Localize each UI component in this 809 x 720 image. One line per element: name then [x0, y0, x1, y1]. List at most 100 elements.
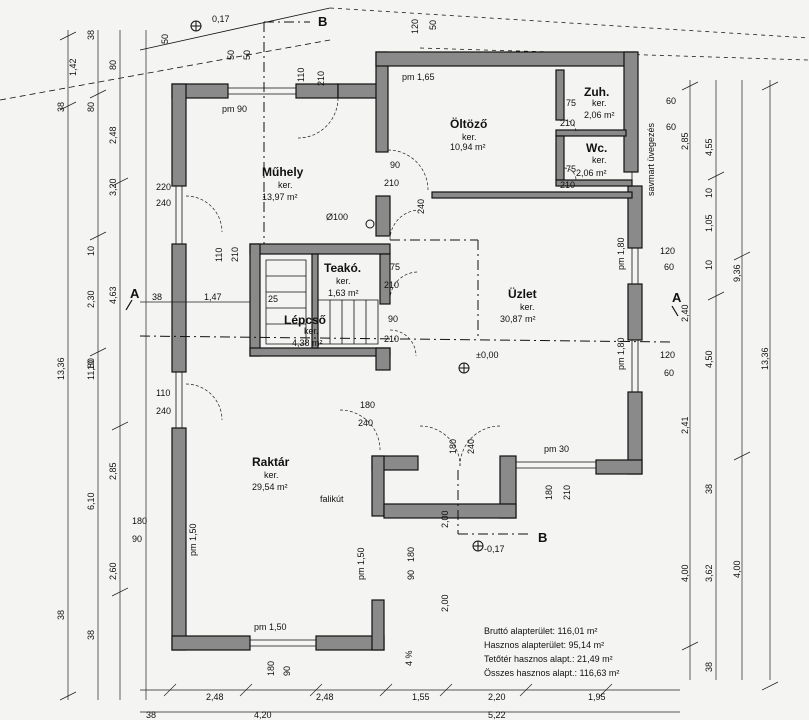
dim-text: pm 1,80 [616, 337, 626, 370]
dim-text: 2,85 [108, 462, 118, 480]
wall [431, 191, 633, 199]
dim-text: 240 [466, 439, 476, 454]
room-sub: ker. [520, 302, 535, 312]
dim-text: 75 [566, 164, 576, 174]
dim-text: 50 [242, 50, 252, 60]
dim-text: 5,22 [488, 710, 506, 720]
dim-text: 1,95 [588, 692, 606, 702]
dim-text: 180 [266, 661, 276, 676]
dim-text: 6,10 [86, 492, 96, 510]
dim-text: 4,00 [732, 560, 742, 578]
diameter-label: Ø100 [326, 212, 348, 222]
dim-text: 13,36 [56, 357, 66, 380]
room-sub: ker. [592, 155, 607, 165]
dim-text: 1,42 [68, 58, 78, 76]
dim-text: 50 [428, 20, 438, 30]
room-area: 10,94 m² [450, 142, 486, 152]
dim-text: 2,48 [108, 126, 118, 144]
dim-text: 38 [704, 484, 714, 494]
dim-text: 2,60 [108, 562, 118, 580]
dim-text: 2,20 [488, 692, 506, 702]
dim-text: 2,40 [680, 304, 690, 322]
dim-text: 90 [406, 570, 416, 580]
section-mark: B [318, 14, 327, 29]
stairs [265, 259, 379, 345]
dim-text: 110 [156, 388, 170, 398]
wall [171, 243, 187, 373]
dim-text: 210 [230, 247, 240, 262]
summary-line: Hasznos alapterület: 95,14 m² [484, 640, 604, 650]
summary-line: Bruttó alapterület: 116,01 m² [484, 626, 597, 636]
dim-text: 2,48 [316, 692, 334, 702]
dim-text: 240 [156, 198, 171, 208]
dim-text: 2,30 [86, 290, 96, 308]
dim-text: 60 [664, 262, 674, 272]
dim-text: 180 [360, 400, 375, 410]
dim-text: pm 1,50 [356, 547, 366, 580]
dim-text: 75 [566, 98, 576, 108]
dim-text: 120 [660, 350, 675, 360]
dim-text: 120 [410, 19, 420, 34]
room-name: Raktár [252, 455, 290, 469]
wall [627, 283, 643, 341]
dim-text: 2,48 [206, 692, 224, 702]
slope-label: 4 % [404, 650, 414, 666]
room-area: 2,06 m² [576, 168, 607, 178]
dim-text: 60 [666, 122, 676, 132]
dim-text: 120 [660, 246, 675, 256]
dim-text: pm 1,50 [188, 523, 198, 556]
dim-text: 10 [704, 188, 714, 198]
dim-text: 2,41 [680, 416, 690, 434]
dim-text: 90 [388, 314, 398, 324]
dim-text: 90 [390, 160, 400, 170]
wall [249, 347, 391, 357]
wall [379, 253, 391, 305]
dim-text: 38 [146, 710, 156, 720]
room-name: Teakó. [324, 261, 361, 275]
dim-text: 210 [384, 178, 399, 188]
dim-text: 240 [358, 418, 373, 428]
dim-text: 2,00 [440, 510, 450, 528]
dim-text: 80 [108, 60, 118, 70]
dim-text: pm 90 [222, 104, 247, 114]
room-area: 1,63 m² [328, 288, 359, 298]
dim-text: 11,80 [86, 358, 96, 380]
dim-text: 10 [704, 260, 714, 270]
summary-line: Tetőtér hasznos alapt.: 21,49 m² [484, 654, 613, 664]
level-markers [190, 20, 484, 552]
dim-text: 210 [384, 280, 399, 290]
dim-text: 180 [544, 485, 554, 500]
dim-text: 10 [86, 360, 96, 370]
dim-text: 4,20 [254, 710, 272, 720]
dim-text: 210 [560, 180, 575, 190]
dim-text: 210 [316, 71, 326, 86]
wall [371, 599, 385, 651]
dimension-lines [59, 30, 779, 713]
dim-text: 38 [704, 662, 714, 672]
doors [185, 97, 577, 467]
room-name: Zuh. [584, 85, 609, 99]
dim-text: 110 [214, 248, 224, 262]
area-summary: Bruttó alapterület: 116,01 m² Hasznos al… [484, 626, 619, 678]
dim-text: pm 1,50 [254, 622, 287, 632]
summary-line: Összes hasznos alapt.: 116,63 m² [484, 668, 619, 678]
dim-text: 1,05 [704, 214, 714, 232]
dim-text: 60 [666, 96, 676, 106]
dim-text: pm 1,65 [402, 72, 435, 82]
room-area: 2,06 m² [584, 110, 615, 120]
wall [249, 243, 261, 357]
room-area: 30,87 m² [500, 314, 536, 324]
dim-text: 220 [156, 182, 171, 192]
room-name: Wc. [586, 141, 607, 155]
dim-text: 110 [296, 68, 306, 82]
wall [555, 69, 565, 121]
dim-text: 4,50 [704, 350, 714, 368]
dim-text: 1,47 [204, 292, 222, 302]
wall [249, 243, 391, 255]
annotations: falikút Ø100 ±0,00 0,17 -0,17 4 % savmar… [212, 14, 656, 666]
wall [627, 185, 643, 249]
room-sub: ker. [278, 180, 293, 190]
dim-text: 210 [562, 485, 572, 500]
room-sub: ker. [462, 132, 477, 142]
